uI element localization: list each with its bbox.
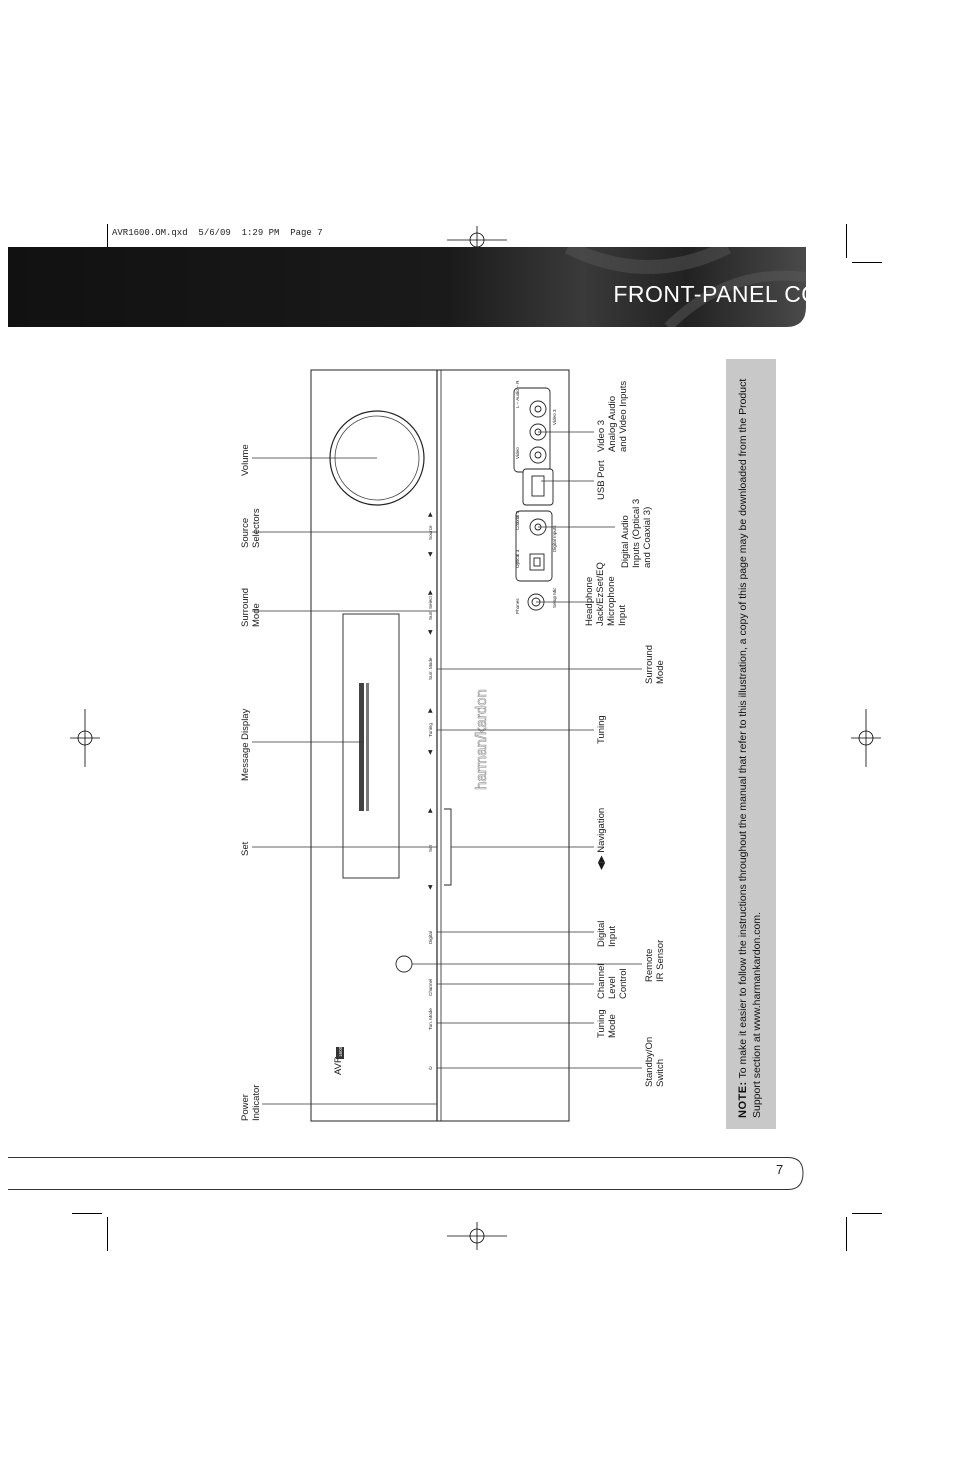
arrow-icon: ▲ bbox=[428, 807, 433, 814]
arrow-icon: ▲ bbox=[428, 589, 433, 596]
conn-optical3-label: Optical 3 bbox=[515, 549, 520, 568]
conn-video3-label: Video 3 bbox=[552, 409, 557, 425]
conn-l-audio-r-label: L – Audio – R bbox=[515, 380, 520, 408]
callout-digital-audio: Digital AudioInputs (Optical 3and Coaxia… bbox=[620, 499, 653, 568]
callout-usb-port: USB Port bbox=[596, 460, 607, 500]
callout-source-selectors: SourceSelectors bbox=[240, 508, 262, 548]
btn-channel-label: Channel bbox=[428, 979, 433, 996]
arrow-icon: ▲ bbox=[428, 511, 433, 518]
leader-lines-left bbox=[252, 457, 437, 1105]
conn-phones-label: Phones bbox=[515, 598, 520, 614]
crop-mark bbox=[107, 224, 108, 258]
callout-surround-mode-left: SurroundMode bbox=[240, 588, 262, 627]
btn-source-label: Source bbox=[428, 525, 433, 540]
callout-standby: Standby/OnSwitch bbox=[644, 1037, 666, 1087]
conn-video-label: Video bbox=[515, 447, 520, 459]
btn-tuning-label: Tuning bbox=[428, 723, 433, 737]
btn-tuning-mode-label: Tun. Mode bbox=[428, 1008, 433, 1030]
btn-digital-label: Digital bbox=[428, 931, 433, 944]
btn-surr-select-label: Surr. Select bbox=[428, 596, 433, 620]
arrow-icon: ▼ bbox=[428, 749, 433, 756]
print-slug: AVR1600.OM.qxd 5/6/09 1:29 PM Page 7 bbox=[112, 228, 323, 238]
callout-video3: Video 3Analog Audioand Video Inputs bbox=[596, 381, 629, 452]
callout-volume: Volume bbox=[240, 444, 251, 476]
callout-tuning-mode: TuningMode bbox=[596, 1009, 618, 1038]
callout-set: Set bbox=[240, 841, 251, 856]
arrow-icon: ▼ bbox=[428, 551, 433, 558]
callout-power-indicator: PowerIndicator bbox=[240, 1085, 262, 1121]
crop-mark bbox=[72, 1213, 102, 1214]
model-label: AVR bbox=[333, 1056, 344, 1075]
header-bar bbox=[8, 247, 806, 327]
footer-bar bbox=[8, 1157, 804, 1190]
callout-navigation: ◀▶ Navigation bbox=[596, 808, 607, 870]
crop-mark bbox=[846, 224, 847, 258]
note-box bbox=[726, 359, 776, 1129]
power-symbol: ⏻ bbox=[428, 1066, 433, 1070]
page-title: FRONT-PANEL CONTROLS bbox=[613, 281, 916, 307]
leader-lines-right bbox=[412, 431, 642, 1069]
crop-mark bbox=[852, 1213, 882, 1214]
btn-set-label: Set bbox=[428, 844, 433, 852]
callout-surround-mode-right: SurroundMode bbox=[644, 645, 666, 684]
note-label: NOTE: bbox=[737, 1081, 749, 1118]
callout-remote-sensor: RemoteIR Sensor bbox=[644, 940, 666, 982]
callout-message-display: Message Display bbox=[240, 708, 251, 781]
conn-setup-mic-label: Setup Mic bbox=[552, 587, 557, 608]
display-segments bbox=[359, 683, 369, 811]
note-body: To make it easier to follow the instruct… bbox=[737, 378, 763, 1118]
callout-digital-input: DigitalInput bbox=[596, 921, 618, 947]
conn-coaxial3-label: Coaxial 3 bbox=[515, 510, 520, 530]
btn-surr-mode-label: Surr. Mode bbox=[428, 657, 433, 680]
page-number: 7 bbox=[776, 1162, 784, 1177]
callout-channel-level: ChannelLevelControl bbox=[596, 964, 629, 999]
crop-mark bbox=[846, 1217, 847, 1251]
ir-sensor bbox=[395, 955, 413, 973]
arrow-icon: ▼ bbox=[428, 629, 433, 636]
arrow-icon: ▼ bbox=[428, 884, 433, 891]
model-number-badge bbox=[336, 1047, 344, 1059]
message-display bbox=[342, 613, 400, 879]
note-text: NOTE: To make it easier to follow the in… bbox=[736, 358, 764, 1118]
callout-tuning: Tuning bbox=[596, 715, 607, 744]
conn-digital-inputs-label: Digital Inputs bbox=[552, 525, 557, 552]
arrow-icon: ▲ bbox=[428, 707, 433, 714]
model-number: 1600 bbox=[338, 1046, 343, 1057]
connector-panel bbox=[513, 387, 554, 611]
brand-logo: harman/kardon bbox=[473, 689, 490, 790]
callout-headphone: HeadphoneJack/EzSet/EQMicrophoneInput bbox=[584, 562, 628, 626]
crop-mark bbox=[107, 1217, 108, 1251]
crop-mark bbox=[852, 262, 882, 263]
